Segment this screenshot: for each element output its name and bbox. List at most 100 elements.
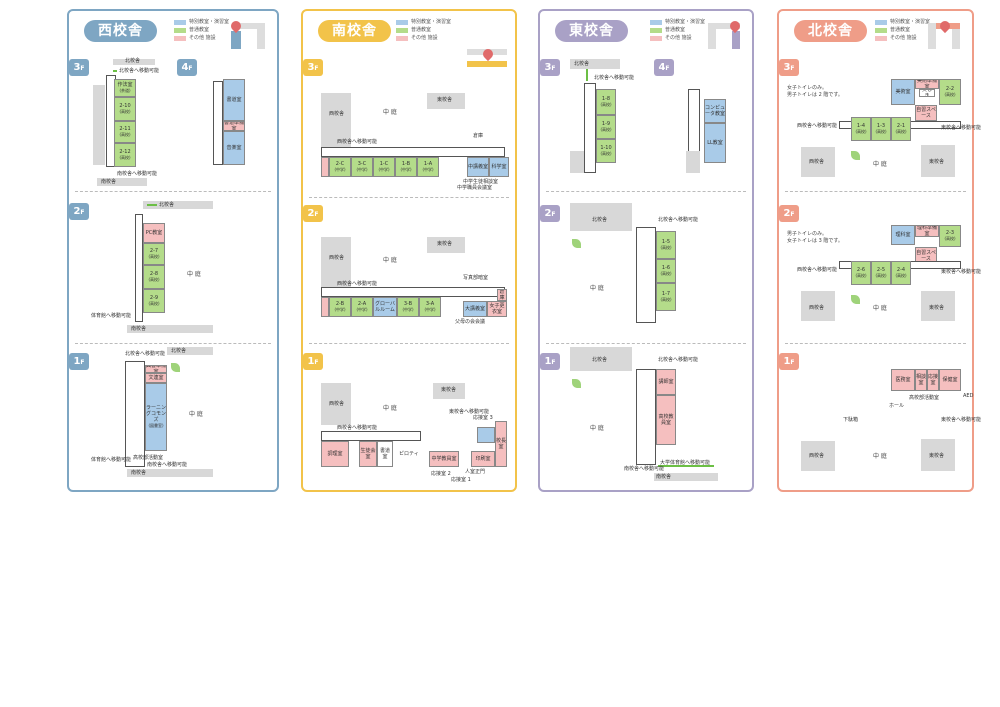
other-room[interactable]: 理科準備室	[915, 225, 939, 237]
classroom[interactable]: 2-C(中学)	[329, 157, 351, 177]
classroom[interactable]: 2-8(高校)	[143, 265, 165, 289]
special-room[interactable]: コンピュータ教室	[704, 99, 726, 123]
classroom[interactable]: 1-10(高校)	[596, 139, 616, 163]
classroom[interactable]: 1-6(高校)	[656, 259, 676, 283]
other-room[interactable]: 校長室	[495, 421, 507, 467]
classroom[interactable]: 作法室(茶道)	[114, 79, 136, 97]
classroom[interactable]: 1-5(高校)	[656, 231, 676, 259]
classroom[interactable]: 2-12(高校)	[114, 143, 136, 167]
north-building-label: 北校舎	[159, 202, 175, 208]
legend-swatch-regular	[174, 27, 186, 33]
other-room[interactable]: 応接室	[927, 369, 939, 391]
special-room[interactable]: グローバルルーム	[373, 297, 397, 317]
classroom[interactable]: 1-8(高校)	[596, 89, 616, 115]
classroom[interactable]: 2-A(中学)	[351, 297, 373, 317]
reception-label: 応接室 1	[451, 477, 471, 483]
move-note: 西校舎へ移動可能	[797, 267, 838, 273]
classroom[interactable]: 2-9(高校)	[143, 289, 165, 313]
move-note: 体育館へ移動可能	[91, 313, 132, 319]
move-note: 南校舎へ移動可能	[117, 171, 158, 177]
classroom[interactable]: 1-A(中学)	[417, 157, 439, 177]
classroom[interactable]: 2-7(高校)	[143, 243, 165, 265]
legend-swatch-special	[174, 19, 186, 25]
club-office-label: 高校部活動室	[133, 455, 164, 461]
leaf-icon	[171, 363, 180, 372]
legend: 特別教室・演習室 普通教室 その他 施設	[396, 18, 451, 42]
classroom[interactable]: 2-6(高校)	[851, 261, 871, 285]
north-building-label: 北校舎	[125, 58, 141, 64]
classroom[interactable]: 1-7(高校)	[656, 283, 676, 311]
special-room[interactable]: 美術室	[891, 79, 915, 105]
move-note: 北校舎へ移動可能	[658, 217, 699, 223]
classroom[interactable]: 1-9(高校)	[596, 115, 616, 139]
classroom[interactable]: 1-4(高校)	[851, 117, 871, 141]
special-room[interactable]: LL教室	[704, 123, 726, 163]
other-room[interactable]: 印刷室	[471, 451, 495, 467]
storage-room[interactable]: 倉庫	[497, 289, 507, 301]
other-room[interactable]: 中学教員室	[429, 451, 459, 467]
classroom[interactable]: 2-11(高校)	[114, 121, 136, 143]
reception-label: 応接室 3	[473, 415, 493, 421]
special-room[interactable]: 中講義室	[467, 157, 489, 177]
other-room[interactable]: PC教室	[143, 223, 165, 243]
leaf-icon	[851, 295, 860, 304]
special-room[interactable]: ラーニングコモンズ(図書室)	[145, 383, 167, 451]
classroom[interactable]: 1-C(中学)	[373, 157, 395, 177]
club-office-label: 高校部活動室	[909, 395, 940, 401]
floor-badge: 4F	[177, 59, 197, 76]
legend-swatch-special	[875, 19, 887, 25]
classroom[interactable]: 3-B(中学)	[397, 297, 419, 317]
other-room[interactable]	[321, 297, 329, 317]
floor-badge: 2F	[540, 205, 560, 222]
other-room[interactable]: 医務室	[891, 369, 915, 391]
floor-badge: 2F	[779, 205, 799, 222]
special-room[interactable]: 理科室	[891, 225, 915, 245]
leaf-icon	[851, 151, 860, 160]
other-room[interactable]: 保健室	[939, 369, 961, 391]
legend-label-other: その他 施設	[189, 35, 216, 41]
classroom[interactable]: 2-2(高校)	[939, 79, 961, 105]
other-room[interactable]: 図書準備室	[145, 365, 167, 373]
special-room[interactable]: 科学室	[489, 157, 509, 177]
other-room[interactable]: 書道準備室	[223, 121, 245, 131]
classroom[interactable]: 2-1(高校)	[891, 117, 911, 141]
other-room[interactable]: 美術準備室	[915, 79, 939, 89]
toilet-note: 女子トイレのみ。男子トイレは 2 階です。	[787, 85, 843, 98]
other-room[interactable]: 書道室	[377, 441, 393, 467]
special-room[interactable]: 大講義室	[463, 301, 487, 317]
legend-label-regular: 普通教室	[189, 27, 210, 33]
classroom[interactable]: 2-5(高校)	[871, 261, 891, 285]
panel-title: 北校舎	[794, 20, 867, 42]
other-room[interactable]: 女子更衣室	[487, 301, 507, 317]
classroom[interactable]: 2-10(高校)	[114, 97, 136, 121]
classroom[interactable]: 2-B(中学)	[329, 297, 351, 317]
other-room[interactable]: 調理室	[321, 441, 349, 467]
west-building-panel: 西校舎 特別教室・演習室 普通教室 その他 施設 3F 4F 北校舎 北校舎へ移…	[67, 9, 279, 492]
courtyard-label: 中 庭	[383, 405, 397, 412]
other-room[interactable]: 相談室	[915, 369, 927, 391]
other-room[interactable]: 生徒会室	[359, 441, 377, 467]
legend-label-regular: 普通教室	[890, 27, 911, 33]
other-room[interactable]: 自習スペース	[915, 105, 937, 121]
legend-label-regular: 普通教室	[665, 27, 686, 33]
special-room[interactable]: 書道室	[223, 79, 245, 121]
classroom[interactable]: 2-3(高校)	[939, 225, 961, 247]
darkroom-label: 写真部暗室	[463, 275, 489, 281]
other-room[interactable]: 文連室	[145, 373, 167, 383]
other-room[interactable]: 講師室	[656, 369, 676, 395]
classroom[interactable]: 1-3(高校)	[871, 117, 891, 141]
classroom[interactable]: 3-A(中学)	[419, 297, 441, 317]
classroom[interactable]: 1-B(中学)	[395, 157, 417, 177]
north-building-panel: 北校舎 特別教室・演習室 普通教室 その他 施設 3F 女子トイレのみ。男子トイ…	[777, 9, 981, 492]
other-room[interactable]: 美しき	[919, 89, 935, 97]
other-room[interactable]: 高校教員室	[656, 395, 676, 445]
other-room[interactable]	[321, 157, 329, 177]
special-room[interactable]	[477, 427, 495, 443]
legend-label-special: 特別教室・演習室	[665, 19, 706, 25]
classroom[interactable]: 2-4(高校)	[891, 261, 911, 285]
legend-label-other: その他 施設	[665, 35, 692, 41]
location-pin-icon	[937, 18, 953, 34]
classroom[interactable]: 3-C(中学)	[351, 157, 373, 177]
special-room[interactable]: 音楽室	[223, 131, 245, 165]
move-note: 北校舎へ移動可能	[119, 68, 160, 74]
